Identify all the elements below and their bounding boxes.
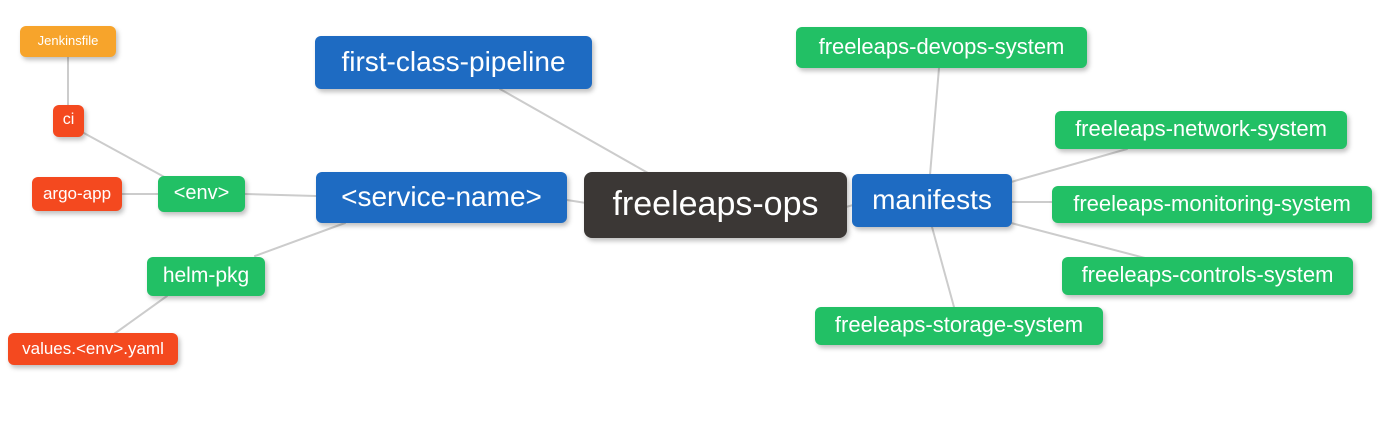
node-label: ci xyxy=(62,111,75,128)
node-freeleaps-devops-system[interactable]: freeleaps-devops-system xyxy=(796,27,1087,68)
node-label: <service-name> xyxy=(341,180,542,212)
edge-freeleaps-devops-system--manifests xyxy=(929,67,940,176)
node-label: freeleaps-monitoring-system xyxy=(1073,190,1351,216)
node-first-class-pipeline[interactable]: first-class-pipeline xyxy=(315,36,592,89)
edge-manifests--freeleaps-network-system xyxy=(1010,148,1128,183)
edge-ci--env xyxy=(81,131,169,180)
node-argo-app[interactable]: argo-app xyxy=(32,177,122,211)
node-label: freeleaps-controls-system xyxy=(1081,262,1334,287)
edge-first-class-pipeline--freeleaps-ops xyxy=(499,88,649,174)
node-jenkinsfile[interactable]: Jenkinsfile xyxy=(20,26,116,57)
edge-helm-pkg--values-env-yaml xyxy=(113,295,168,335)
node-manifests[interactable]: manifests xyxy=(852,174,1012,227)
node-label: freeleaps-network-system xyxy=(1075,116,1327,141)
node-helm-pkg[interactable]: helm-pkg xyxy=(147,257,265,296)
node-freeleaps-network-system[interactable]: freeleaps-network-system xyxy=(1055,111,1347,149)
edge-env--service-name xyxy=(244,193,317,197)
node-freeleaps-monitoring-system[interactable]: freeleaps-monitoring-system xyxy=(1052,186,1372,223)
edge-manifests--freeleaps-controls-system xyxy=(1010,222,1146,259)
edge-service-name--helm-pkg xyxy=(254,222,346,257)
node-label: <env> xyxy=(173,182,230,204)
node-freeleaps-ops[interactable]: freeleaps-ops xyxy=(584,172,847,238)
node-service-name[interactable]: <service-name> xyxy=(316,172,567,223)
node-values-env-yaml[interactable]: values.<env>.yaml xyxy=(8,333,178,365)
node-label: freeleaps-storage-system xyxy=(834,312,1084,337)
node-freeleaps-storage-system[interactable]: freeleaps-storage-system xyxy=(815,307,1103,345)
node-label: Jenkinsfile xyxy=(37,33,99,48)
node-label: freeleaps-devops-system xyxy=(818,33,1065,59)
node-label: argo-app xyxy=(42,183,112,203)
node-label: first-class-pipeline xyxy=(341,45,566,77)
edge-manifests--freeleaps-storage-system xyxy=(931,226,955,308)
node-label: helm-pkg xyxy=(162,264,250,287)
node-ci[interactable]: ci xyxy=(53,105,84,137)
node-label: manifests xyxy=(872,183,992,215)
node-label: values.<env>.yaml xyxy=(22,338,164,358)
node-label: freeleaps-ops xyxy=(612,185,819,223)
edge-service-name--freeleaps-ops xyxy=(566,199,587,204)
node-env[interactable]: <env> xyxy=(158,176,245,212)
edge-freeleaps-ops--manifests xyxy=(845,204,854,208)
node-freeleaps-controls-system[interactable]: freeleaps-controls-system xyxy=(1062,257,1353,295)
